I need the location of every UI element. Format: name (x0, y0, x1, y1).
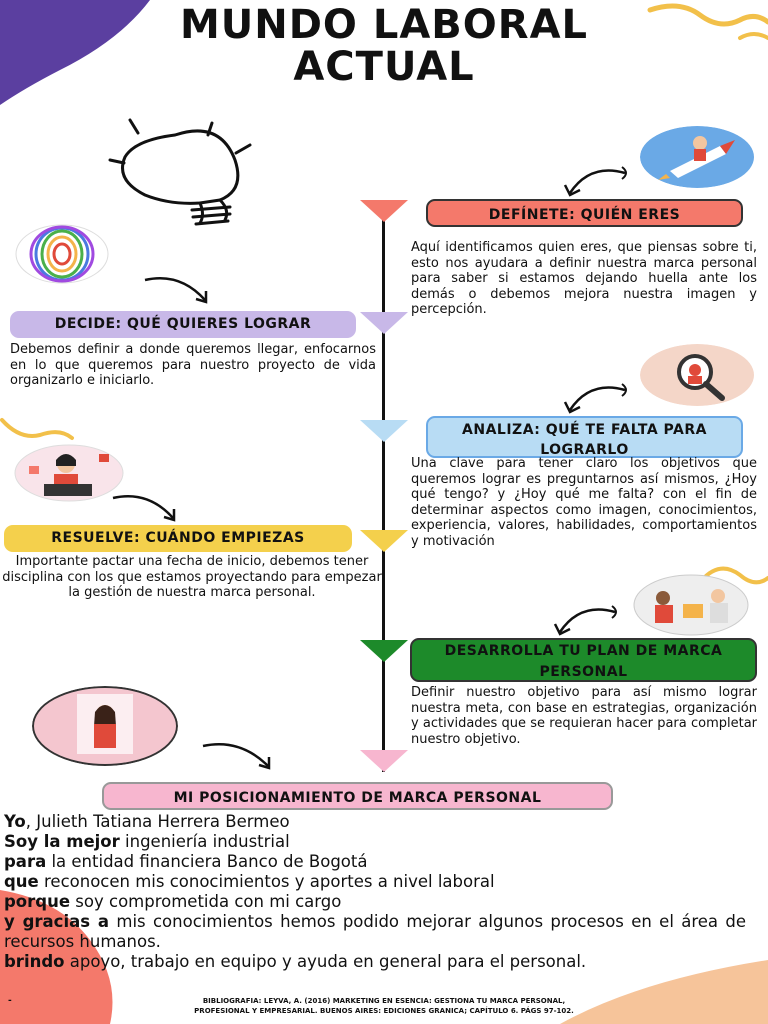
curved-arrow-icon (144, 276, 208, 304)
peach-bottom-right-decoration (560, 960, 768, 1024)
statement-text: la entidad financiera Banco de Bogotá (46, 852, 368, 871)
step-develop-text: Definir nuestro objetivo para así mismo … (411, 685, 757, 747)
magnifier-icon (640, 344, 754, 406)
coral-bottom-left-decoration (0, 890, 113, 1024)
meeting-icon (633, 574, 749, 636)
step-define-text: Aquí identificamos quien eres, que piens… (411, 240, 757, 317)
statement-keyword: que (4, 872, 39, 891)
step-analyze-text: Una clave para tener claro los objetivos… (411, 456, 757, 549)
statement-text: apoyo, trabajo en equipo y ayuda en gene… (64, 952, 587, 971)
statement-keyword: y gracias a (4, 912, 110, 931)
statement-keyword: Yo (4, 812, 26, 831)
step-develop-label: DESARROLLA TU PLAN DE MARCA PERSONAL (410, 638, 757, 682)
statement-keyword: porque (4, 892, 71, 911)
bibliography-line-1: - BIBLIOGRAFIA: LEYVA, A. (2016) MARKETIN… (0, 996, 768, 1006)
timeline-marker-lavender (360, 312, 408, 334)
fingerprint-icon (15, 224, 109, 284)
laptop-woman-icon (14, 444, 124, 502)
statement-text: soy comprometida con mi cargo (70, 892, 342, 911)
timeline-line (382, 212, 385, 772)
gold-swirl-decoration-right (700, 566, 768, 585)
gold-swirl-decoration-top (647, 3, 768, 40)
statement-keyword: Soy la mejor (4, 832, 120, 851)
statement-keyword: para (4, 852, 47, 871)
bibliography-bullet: - (8, 996, 12, 1006)
statement-line: porque soy comprometida con mi cargo (4, 892, 746, 912)
timeline-marker-pink (360, 750, 408, 772)
step-analyze-label: ANALIZA: QUÉ TE FALTA PARA LOGRARLO (426, 416, 743, 458)
timeline-marker-blue (360, 420, 408, 442)
bibliography-text: BIBLIOGRAFIA: LEYVA, A. (2016) MARKETING… (202, 997, 566, 1005)
positioning-statement: Yo, Julieth Tatiana Herrera Bermeo Soy l… (4, 812, 746, 972)
bibliography: - BIBLIOGRAFIA: LEYVA, A. (2016) MARKETIN… (0, 996, 768, 1016)
purple-corner-decoration (0, 0, 150, 105)
statement-keyword: brindo (4, 952, 65, 971)
statement-line: Yo, Julieth Tatiana Herrera Bermeo (4, 812, 746, 832)
step-resolve-text: Importante pactar una fecha de inicio, d… (2, 554, 382, 600)
step-decide-text: Debemos definir a donde queremos llegar,… (10, 342, 376, 388)
title-line-1: MUNDO LABORAL (179, 2, 589, 48)
title-line-2: ACTUAL (293, 44, 475, 90)
statement-line: para la entidad financiera Banco de Bogo… (4, 852, 746, 872)
statement-text: ingeniería industrial (119, 832, 290, 851)
statement-line: que reconocen mis conocimientos y aporte… (4, 872, 746, 892)
page-title: MUNDO LABORAL ACTUAL (0, 4, 768, 88)
timeline-marker-yellow (360, 530, 408, 552)
statement-text: , Julieth Tatiana Herrera Bermeo (25, 812, 290, 831)
curved-arrow-icon (563, 166, 627, 197)
bibliography-line-2: PROFESIONAL Y EMPRESARIAL. BUENOS AIRES:… (194, 1007, 574, 1015)
lightbulb-icon (108, 118, 252, 226)
statement-text: reconocen mis conocimientos y aportes a … (38, 872, 495, 891)
step-decide-label: DECIDE: QUÉ QUIERES LOGRAR (10, 311, 356, 338)
statement-line: brindo apoyo, trabajo en equipo y ayuda … (4, 952, 746, 972)
timeline-marker-green (360, 640, 408, 662)
statement-line: y gracias a mis conocimientos hemos podi… (4, 912, 746, 952)
curved-arrow-icon (112, 494, 176, 522)
curved-arrow-icon (553, 605, 617, 636)
curved-arrow-icon (563, 383, 627, 414)
statement-text: mis conocimientos hemos podido mejorar a… (4, 912, 746, 951)
timeline-marker-coral (360, 200, 408, 222)
rocket-icon (640, 126, 754, 188)
gold-swirl-decoration-left (0, 418, 74, 440)
step-resolve-label: RESUELVE: CUÁNDO EMPIEZAS (4, 525, 352, 552)
curved-arrow-icon (202, 742, 271, 770)
business-woman-icon (32, 686, 178, 766)
positioning-label: MI POSICIONAMIENTO DE MARCA PERSONAL (102, 782, 613, 810)
statement-line: Soy la mejor ingeniería industrial (4, 832, 746, 852)
step-define-label: DEFÍNETE: QUIÉN ERES (426, 199, 743, 227)
